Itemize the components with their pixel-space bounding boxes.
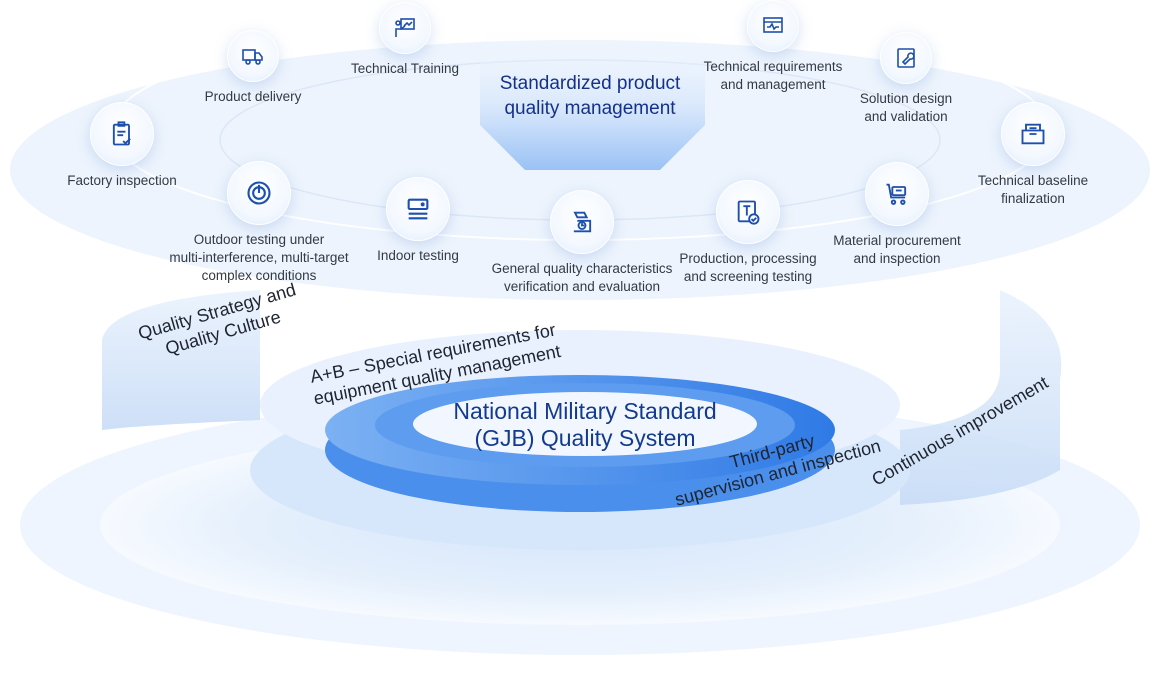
cart-icon xyxy=(865,162,929,226)
node-technical-requirements: Technical requirements and management xyxy=(673,0,873,94)
node-general-quality: General quality characteristics verifica… xyxy=(462,190,702,296)
presentation-icon xyxy=(379,2,431,54)
core-title: National Military Standard (GJB) Quality… xyxy=(453,398,717,451)
node-production-processing: Production, processing and screening tes… xyxy=(648,180,848,286)
core-disc xyxy=(413,392,757,456)
node-label: Outdoor testing under multi-interference… xyxy=(169,232,349,283)
wrench-icon xyxy=(880,32,932,84)
node-label: Factory inspection xyxy=(67,173,177,188)
node-product-delivery: Product delivery xyxy=(153,30,353,106)
node-label: Technical requirements and management xyxy=(703,59,843,92)
server-icon xyxy=(386,177,450,241)
folder-doc-icon xyxy=(1001,102,1065,166)
gauge-icon xyxy=(227,161,291,225)
truck-icon xyxy=(227,30,279,82)
lab-instrument-icon xyxy=(550,190,614,254)
top-title: Standardized product quality management xyxy=(499,73,681,119)
improvement-band xyxy=(900,290,1062,505)
node-label: Solution design and validation xyxy=(859,91,953,124)
node-indoor-testing: Indoor testing xyxy=(318,177,518,265)
node-label: Indoor testing xyxy=(377,248,459,263)
culture-band xyxy=(102,290,260,430)
node-technical-baseline: Technical baseline finalization xyxy=(933,102,1133,208)
node-label: General quality characteristics verifica… xyxy=(491,261,673,294)
node-label: Technical baseline finalization xyxy=(977,173,1089,206)
clipboard-check-icon xyxy=(90,102,154,166)
monitor-pulse-icon xyxy=(747,0,799,52)
text-check-icon xyxy=(716,180,780,244)
node-technical-training: Technical Training xyxy=(305,2,505,78)
hex-prism xyxy=(480,20,705,170)
node-label: Material procurement and inspection xyxy=(833,233,961,266)
node-solution-design: Solution design and validation xyxy=(806,32,1006,126)
node-label: Production, processing and screening tes… xyxy=(679,251,817,284)
node-label: Product delivery xyxy=(204,89,302,104)
node-material-procurement: Material procurement and inspection xyxy=(797,162,997,268)
node-factory-inspection: Factory inspection xyxy=(22,102,222,190)
node-label: Technical Training xyxy=(350,61,460,76)
node-outdoor-testing: Outdoor testing under multi-interference… xyxy=(159,161,359,285)
